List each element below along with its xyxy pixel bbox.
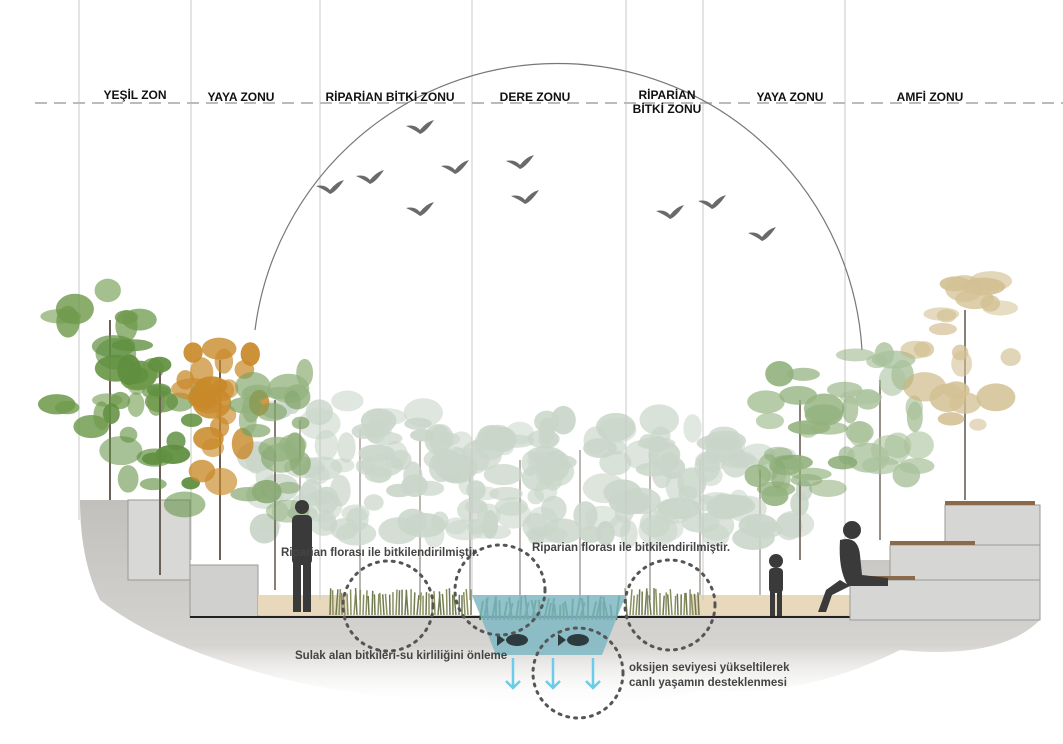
foreground-trees (37, 271, 1021, 590)
bird-icon (441, 160, 469, 174)
annotation-riparian-left: Riparian florası ile bitkilendirilmiştir… (281, 547, 480, 559)
infiltration-arrows (505, 658, 601, 690)
background-tree-canopy (236, 390, 815, 600)
zone-label-riparian-left: RİPARİAN BİTKİ ZONU (325, 90, 455, 104)
autumn-tree (900, 271, 1021, 500)
seated-woman-silhouette (818, 521, 888, 612)
background-tree (358, 398, 475, 600)
tree (826, 342, 935, 540)
zone-label-stream: DERE ZONU (499, 90, 571, 104)
tree (228, 358, 314, 590)
bird-icon (356, 170, 384, 184)
zone-label-amphitheatre: AMFİ ZONU (896, 90, 964, 104)
bird-flight-arc (254, 62, 863, 351)
bird-icon (511, 190, 539, 204)
zone-label-riparian-right: RİPARİAN BİTKİ ZONU (632, 88, 702, 116)
annotation-wetland: Sulak alan bitkileri-su kirliliğini önle… (295, 650, 508, 662)
highlight-circles (341, 543, 717, 720)
zone-label-green: YEŞİL ZON (103, 88, 167, 102)
amphitheatre-steps (849, 504, 1041, 621)
bird-icon (656, 205, 684, 219)
background-tree (637, 426, 760, 600)
annotation-oxygen-1: oksijen seviyesi yükseltilerek (629, 662, 790, 674)
person-silhouette (292, 500, 312, 612)
planter-wall (189, 564, 259, 618)
tree (744, 360, 858, 560)
bird-icon (506, 155, 534, 169)
fish-icon (497, 634, 589, 646)
annotation-riparian-right: Riparian florası ile bitkilendirilmiştir… (532, 542, 731, 554)
zone-label-pedestrian-left: YAYA ZONU (207, 90, 275, 104)
background-tree (298, 390, 419, 600)
background-tree (595, 404, 702, 600)
child-silhouette (769, 554, 783, 616)
bird-icon (406, 202, 434, 216)
bird-icon (406, 120, 434, 134)
annotation-oxygen-2: canlı yaşamın desteklenmesi (629, 677, 787, 689)
background-tree (521, 405, 634, 600)
zone-label-pedestrian-right: YAYA ZONU (756, 90, 824, 104)
bird-icon (748, 227, 776, 241)
stream-water (472, 595, 626, 655)
background-tree (696, 434, 815, 600)
bird-icon (316, 180, 344, 194)
background-tree (460, 421, 577, 600)
bird-icon (698, 195, 726, 209)
birds (316, 120, 776, 241)
ground-section (80, 500, 1040, 708)
background-tree (415, 424, 529, 600)
